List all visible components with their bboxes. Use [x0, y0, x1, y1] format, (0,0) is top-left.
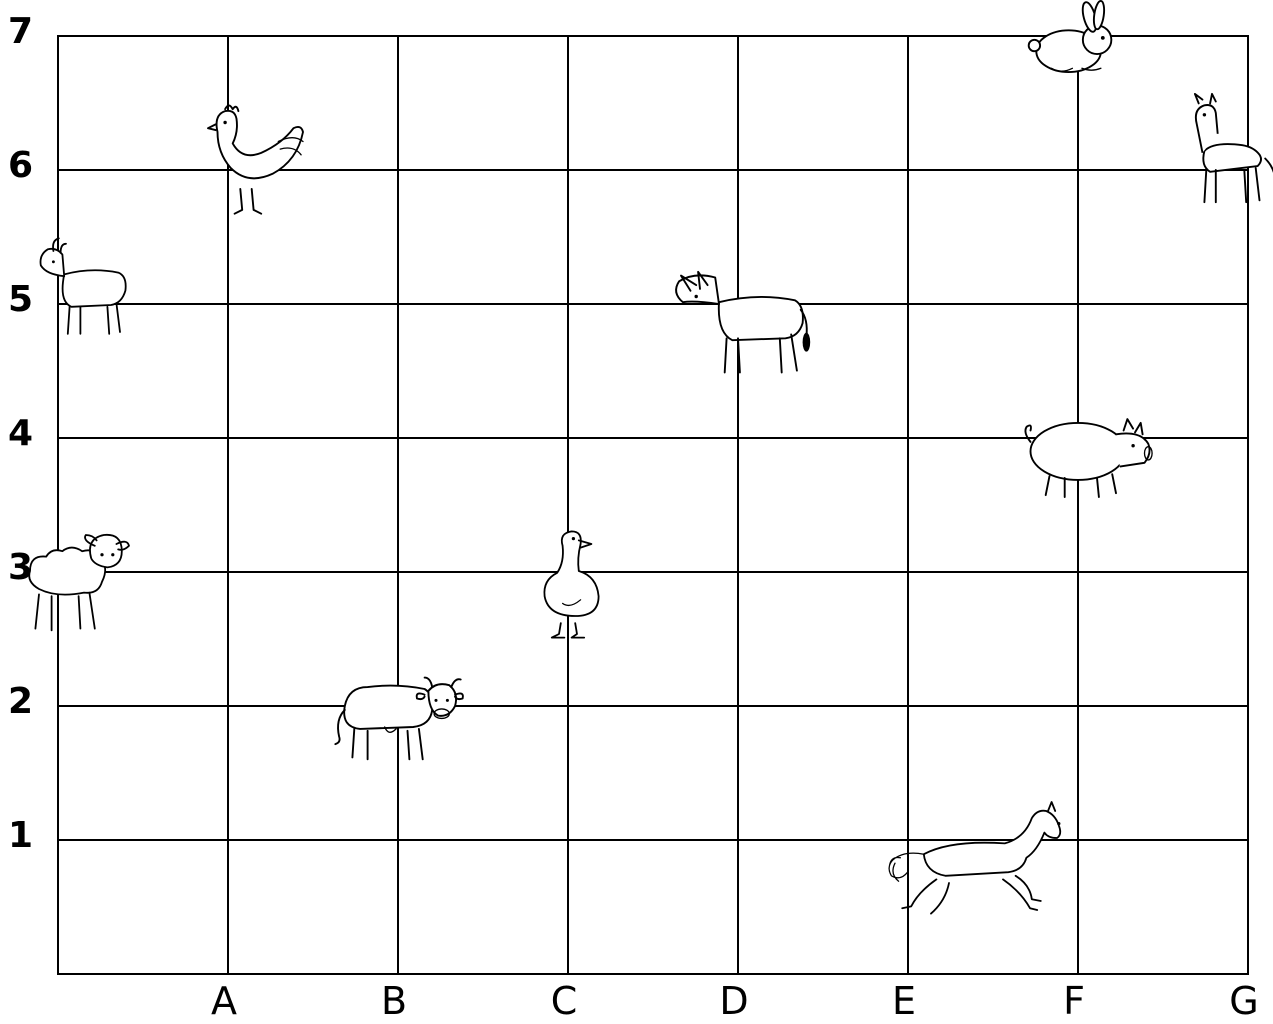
column-label-a: A: [194, 982, 254, 1020]
grid-lines: [58, 36, 1248, 974]
rooster-icon: [208, 105, 303, 213]
row-label-3: 3: [8, 550, 38, 586]
dog-icon: [1195, 94, 1273, 202]
row-label-6: 6: [8, 148, 38, 184]
grid-border: [58, 36, 1248, 974]
goose-icon: [544, 531, 598, 637]
row-label-1: 1: [8, 818, 38, 854]
donkey-icon: [676, 272, 810, 373]
row-label-5: 5: [8, 282, 38, 318]
horse-icon: [889, 802, 1060, 914]
lamb-icon: [29, 535, 129, 631]
cow-icon: [335, 678, 463, 760]
animal-markers: [29, 0, 1273, 913]
column-label-g: G: [1214, 982, 1273, 1020]
pig-icon: [1025, 419, 1152, 497]
column-label-c: C: [534, 982, 594, 1020]
column-label-f: F: [1044, 982, 1104, 1020]
row-label-4: 4: [8, 416, 38, 452]
row-label-7: 7: [8, 14, 38, 50]
column-label-b: B: [364, 982, 424, 1020]
column-label-e: E: [874, 982, 934, 1020]
goat-icon: [41, 238, 126, 333]
row-label-2: 2: [8, 684, 38, 720]
column-label-d: D: [704, 982, 764, 1020]
